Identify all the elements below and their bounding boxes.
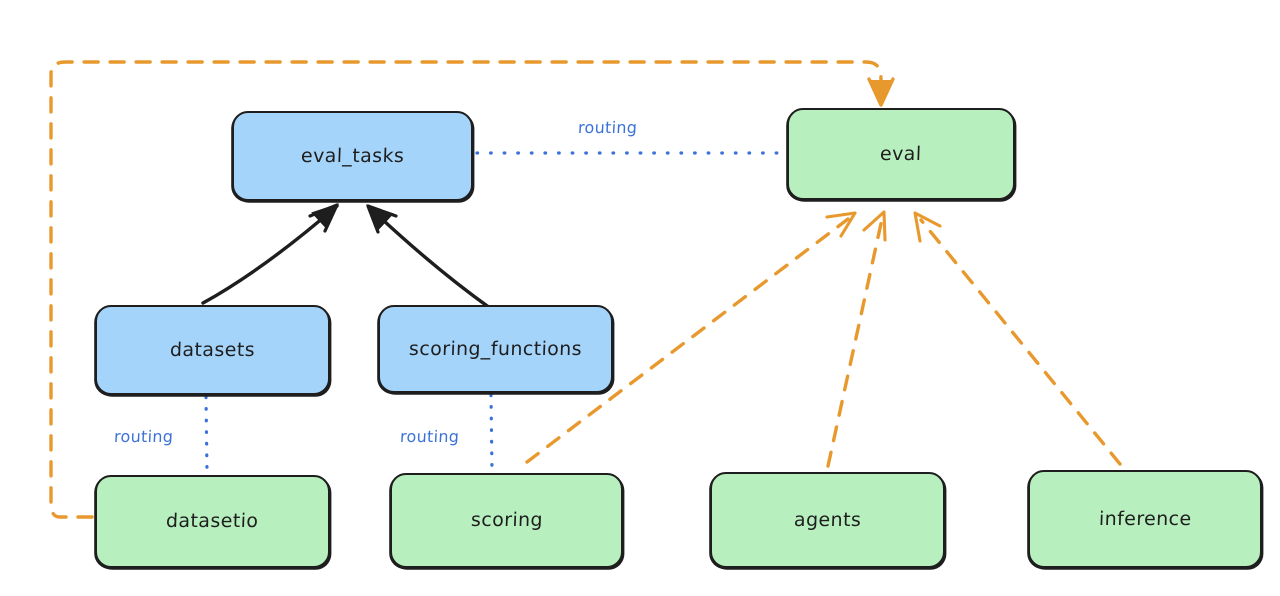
edge-scoring_functions-to-scoring xyxy=(489,393,494,473)
node-label-datasets: datasets xyxy=(169,338,256,361)
node-datasetio[interactable]: datasetio xyxy=(95,475,330,568)
node-label-scoring: scoring xyxy=(470,509,543,531)
node-eval_tasks[interactable]: eval_tasks xyxy=(232,111,473,201)
node-eval[interactable]: eval xyxy=(787,108,1015,200)
node-label-agents: agents xyxy=(793,508,862,531)
node-label-eval_tasks: eval_tasks xyxy=(300,144,405,167)
edge-label-routing-eval: routing xyxy=(577,118,638,137)
edge-label-routing-datasets: routing xyxy=(113,427,174,446)
node-label-datasetio: datasetio xyxy=(165,510,260,532)
node-label-scoring_functions: scoring_functions xyxy=(408,337,583,360)
edge-agents-to-eval xyxy=(826,210,887,468)
edge-datasets-to-datasetio xyxy=(204,395,209,474)
node-scoring_functions[interactable]: scoring_functions xyxy=(378,305,613,393)
node-inference[interactable]: inference xyxy=(1028,470,1262,568)
node-datasets[interactable]: datasets xyxy=(95,305,330,395)
edge-label-routing-scoring: routing xyxy=(399,427,460,446)
node-label-eval: eval xyxy=(879,142,923,165)
edge-inference-to-eval xyxy=(913,211,1122,466)
node-agents[interactable]: agents xyxy=(710,472,945,568)
edge-scoring_functions-to-eval_tasks xyxy=(366,204,492,310)
node-scoring[interactable]: scoring xyxy=(390,473,623,568)
node-label-inference: inference xyxy=(1098,507,1192,530)
edge-datasets-to-eval_tasks xyxy=(201,203,339,305)
